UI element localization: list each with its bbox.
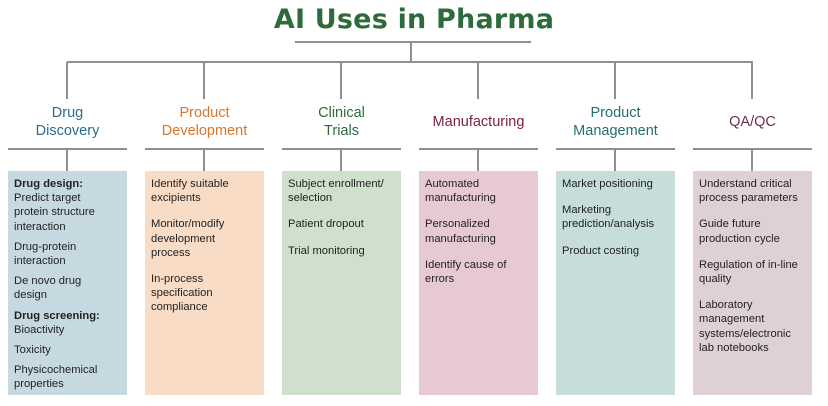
- category-stem: [751, 150, 753, 171]
- category-stem: [340, 150, 342, 171]
- category-rule: [693, 148, 812, 150]
- list-item: Bioactivity: [14, 323, 65, 336]
- section-heading: Drug screening:: [14, 309, 100, 322]
- category-rule: [419, 148, 538, 150]
- list-item: Drug-protein interaction: [14, 240, 77, 268]
- list-item: Physicochemical properties: [14, 364, 98, 391]
- branch-stem: [203, 62, 205, 99]
- category-label: Product Development: [161, 105, 248, 139]
- title-stem: [410, 43, 412, 62]
- list-item: Identify cause of errors: [425, 258, 507, 286]
- category-box: Drug design: Predict target protein struc…: [8, 171, 127, 395]
- list-item: Guide future production cycle: [699, 218, 780, 245]
- branch-stem: [751, 62, 753, 99]
- branch-stem: [66, 62, 68, 99]
- branch-stem: [477, 62, 479, 99]
- category-section: Drug design: Predict target protein struc…: [14, 177, 123, 303]
- list-item: Market positioning: [562, 178, 653, 190]
- list-item: Understand critical process parameters: [699, 178, 798, 205]
- list-item: Marketing prediction/analysis: [562, 204, 655, 231]
- category-label: Manufacturing: [432, 114, 525, 130]
- category-rule: [556, 148, 675, 150]
- list-item: Trial monitoring: [288, 244, 365, 257]
- branch-stem: [340, 62, 342, 99]
- list-item: Laboratory management systems/electronic…: [699, 299, 792, 354]
- diagram-title: AI Uses in Pharma: [273, 4, 555, 35]
- section-heading: Drug design:: [14, 178, 83, 190]
- category-stem: [203, 150, 205, 171]
- category-label: Clinical Trials: [318, 105, 365, 139]
- category-label: Product Management: [573, 105, 658, 139]
- category-stem: [614, 150, 616, 171]
- category-stem: [477, 150, 479, 171]
- list-item: Identify suitable excipients: [151, 178, 229, 205]
- branch-stem: [614, 62, 616, 99]
- category-rule: [282, 148, 401, 150]
- list-item: Monitor/modify development process: [151, 218, 225, 259]
- list-item: Regulation of in-line quality: [699, 258, 798, 286]
- list-item: Automated manufacturing: [425, 178, 496, 205]
- category-stem: [66, 150, 68, 171]
- category-label: QA/QC: [729, 114, 776, 130]
- category-label: Drug Discovery: [35, 105, 100, 139]
- branch-bar: [67, 61, 753, 63]
- category-rule: [8, 148, 127, 150]
- list-item: Subject enrollment/ selection: [288, 178, 384, 205]
- list-item: Predict target protein structure interac…: [14, 192, 95, 233]
- list-item: De novo drug design: [14, 275, 82, 302]
- list-item: Toxicity: [14, 344, 51, 357]
- category-rule: [145, 148, 264, 150]
- list-item: Patient dropout: [288, 218, 364, 231]
- list-item: Personalized manufacturing: [425, 218, 496, 245]
- list-item: Product costing: [562, 244, 640, 257]
- list-item: In-process specification compliance: [151, 273, 213, 314]
- title-underline: [295, 41, 531, 43]
- section-items: Predict target protein structure interac…: [14, 191, 123, 302]
